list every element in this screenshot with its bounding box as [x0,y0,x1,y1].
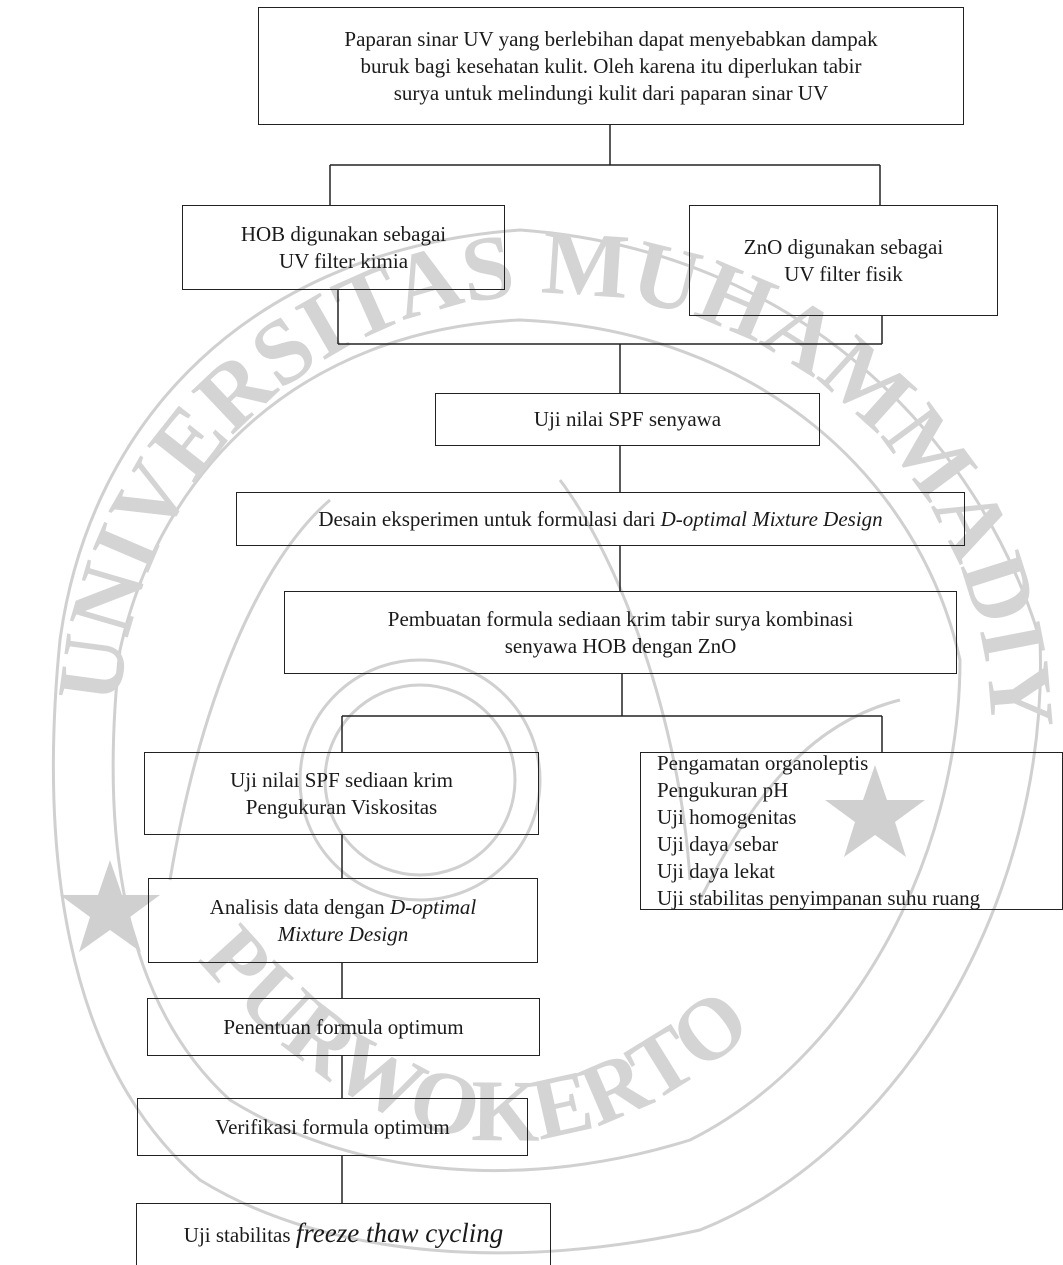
zno-line-1: ZnO digunakan sebagai [743,234,944,259]
physical-test-item: Uji daya sebar [657,832,779,856]
formula-box: Pembuatan formula sediaan krim tabir sur… [284,591,957,674]
hob-line-2: UV filter kimia [278,248,409,273]
intro-box: Paparan sinar UV yang berlebihan dapat m… [258,7,964,125]
analysis-box: Analisis data dengan D-optimal Mixture D… [148,878,538,963]
zno-box: ZnO digunakan sebagai UV filter fisik [689,205,998,316]
spf-cream-line-2: Pengukuran Viskositas [245,794,438,819]
spf-cream-box: Uji nilai SPF sediaan krim Pengukuran Vi… [144,752,539,835]
intro-line-1: Paparan sinar UV yang berlebihan dapat m… [344,26,878,51]
verification-line: Verifikasi formula optimum [215,1114,450,1139]
zno-line-2: UV filter fisik [784,261,903,286]
optimum-line: Penentuan formula optimum [223,1014,464,1039]
intro-line-3: surya untuk melindungi kulit dari papara… [393,80,829,105]
physical-test-item: Pengamatan organoleptis [657,751,869,775]
physical-test-item: Uji stabilitas penyimpanan suhu ruang [657,886,981,910]
hob-line-1: HOB digunakan sebagai [240,221,447,246]
spf-compound-box: Uji nilai SPF senyawa [435,393,820,446]
hob-box: HOB digunakan sebagai UV filter kimia [182,205,505,290]
freeze-line: Uji stabilitas freeze thaw cycling [184,1220,503,1249]
verification-box: Verifikasi formula optimum [137,1098,528,1156]
analysis-italic-1: D-optimal [389,894,477,919]
freeze-text: Uji stabilitas [183,1223,296,1247]
design-text: Desain eksperimen untuk formulasi dari [318,506,661,531]
formula-line-2: senyawa HOB dengan ZnO [504,633,737,658]
design-italic-text: D-optimal Mixture Design [660,506,883,531]
optimum-box: Penentuan formula optimum [147,998,540,1056]
intro-line-2: buruk bagi kesehatan kulit. Oleh karena … [360,53,862,78]
physical-test-item: Uji homogenitas [657,805,797,829]
spf-cream-line-1: Uji nilai SPF sediaan krim [230,767,453,792]
freeze-box: Uji stabilitas freeze thaw cycling [136,1203,551,1265]
freeze-italic-text: freeze thaw cycling [295,1218,504,1248]
analysis-line-1: Analisis data dengan D-optimal [210,894,477,921]
physical-test-item: Uji daya lekat [657,859,775,883]
design-line: Desain eksperimen untuk formulasi dari D… [318,506,882,533]
design-box: Desain eksperimen untuk formulasi dari D… [236,492,965,546]
physical-test-item: Pengukuran pH [657,778,789,802]
physical-tests-box: Pengamatan organoleptis Pengukuran pH Uj… [640,751,1063,910]
analysis-italic-2: Mixture Design [277,921,409,946]
spf-compound-line: Uji nilai SPF senyawa [533,407,722,431]
analysis-text: Analisis data dengan [209,894,390,919]
formula-line-1: Pembuatan formula sediaan krim tabir sur… [387,606,854,631]
